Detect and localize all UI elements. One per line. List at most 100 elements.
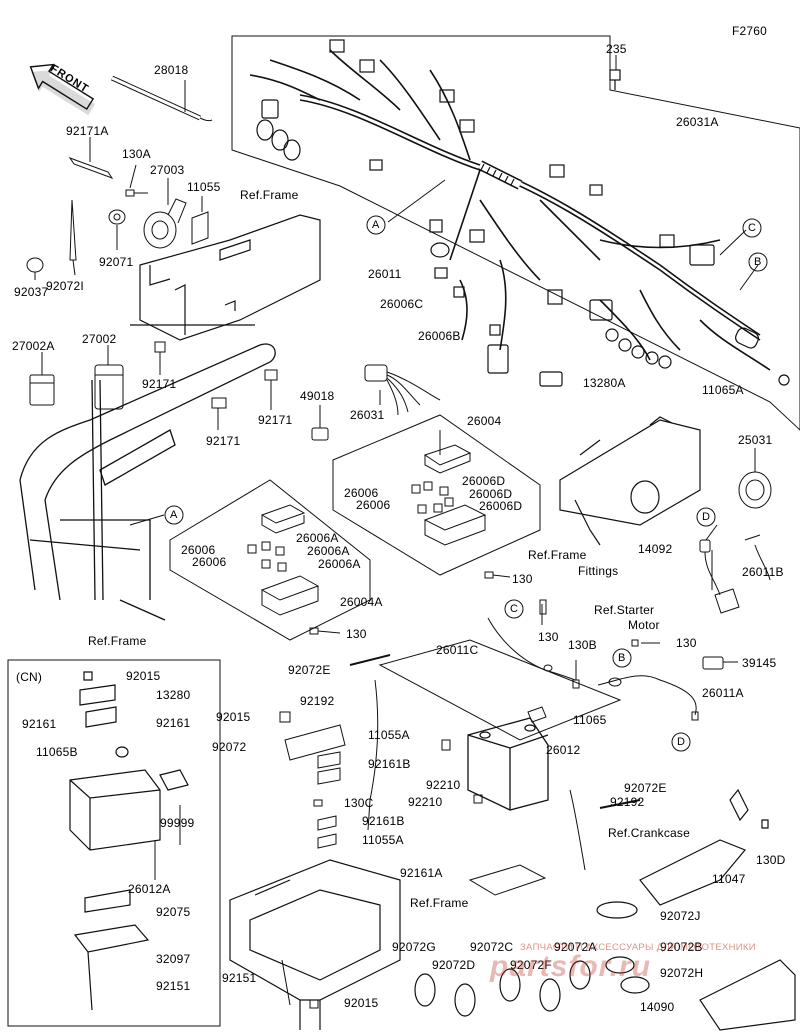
pad-92161A [468,864,547,896]
part-130D: 130D [756,853,786,867]
callout-b-2: B [618,652,626,664]
callout-circles [164,215,768,752]
part-26006-1: 26006 [344,486,379,500]
figure-code: F2760 [732,24,768,38]
part-11065A: 11065A [702,383,744,397]
part-92071: 92071 [99,255,134,269]
main-wiring-harness-26031A [249,49,771,371]
part-26006B: 26006B [418,329,461,343]
part-39145: 39145 [742,656,777,670]
part-130-2: 130 [346,627,367,641]
tie-92072I [69,199,77,261]
cn-part-32097: 32097 [156,952,191,966]
clamp-92171A [68,157,114,179]
callout-d-1: D [702,511,711,523]
harness-group-outline [231,35,800,431]
cable-26011A [597,675,699,721]
band-ties [414,901,650,1017]
connector-49018 [311,427,329,441]
ref-frame-fittings-2: Fittings [578,564,619,578]
frame-fittings [559,416,701,546]
cn-part-92161-1: 92161 [22,717,57,731]
cable-26011C [487,599,576,681]
cn-part-11065B: 11065B [36,745,78,759]
part-26011A: 26011A [702,686,744,700]
part-235: 235 [606,42,627,56]
callout-b-1: B [754,256,762,268]
part-92192-2: 92192 [610,795,645,809]
battery-26012 [467,717,549,811]
cn-part-13280: 13280 [156,688,191,702]
harness-tube-28018 [110,75,213,122]
part-92072D: 92072D [432,958,476,972]
part-26006-2: 26006 [356,498,391,512]
part-26006D-2: 26006D [469,487,513,501]
cn-part-92151: 92151 [156,979,191,993]
ref-crankcase: Ref.Crankcase [608,826,690,840]
ref-frame-fittings-1: Ref.Frame [528,548,587,562]
part-27002: 27002 [82,332,117,346]
relay-27002 [94,364,124,410]
part-92015-1: 92015 [216,710,251,724]
ref-starter-motor-1: Ref.Starter [594,603,655,617]
part-26006A-3: 26006A [318,557,361,571]
part-92072C: 92072C [470,940,514,954]
fuse-box-a-group-outline [169,479,371,641]
part-11055A-1: 11055A [368,728,410,742]
part-92072J: 92072J [660,909,701,923]
callout-c-2: C [510,603,519,615]
part-92072B: 92072B [660,940,703,954]
cap-25031 [738,471,772,509]
part-92171A: 92171A [66,124,109,138]
fuse-box-26004 [411,444,487,546]
cn-part-92075: 92075 [156,905,191,919]
screw-235 [609,69,621,90]
relay-27002A [29,374,55,406]
part-26004A: 26004A [340,595,383,609]
part-26031A: 26031A [676,115,719,129]
callout-a-1: A [372,219,380,231]
horn-27003 [143,198,187,249]
part-92015-2: 92015 [344,996,379,1010]
cable-26011B [699,534,771,614]
fuse-box-group-outline [332,414,541,576]
part-92161B-1: 92161B [368,757,411,771]
part-26006A-2: 26006A [307,544,350,558]
part-26012: 26012 [546,743,581,757]
part-92072E-2: 92072E [624,781,667,795]
part-92072E-1: 92072E [288,663,331,677]
part-26011C: 26011C [436,643,479,657]
part-130-3: 130 [538,630,559,644]
part-92072I: 92072I [46,279,84,293]
cn-parts [69,671,189,1011]
hose-92192-1 [367,679,379,831]
part-92171-b: 92171 [258,413,293,427]
part-26011: 26011 [368,267,402,281]
frame-top [130,214,321,341]
part-130B: 130B [568,638,597,652]
ref-frame-bottom: Ref.Frame [410,896,469,910]
cn-part-26012A: 26012A [128,882,171,896]
part-130C: 130C [344,796,374,810]
part-130A: 130A [122,147,151,161]
part-26006-3: 26006 [181,543,216,557]
part-92161A: 92161A [400,866,443,880]
bracket-11055 [191,211,209,245]
ref-frame-top: Ref.Frame [240,188,299,202]
bolt-130A [125,189,148,197]
frame-lower [19,343,276,621]
part-92171-c: 92171 [206,434,241,448]
harness-connectors [256,39,790,387]
part-92072F: 92072F [510,958,552,972]
cn-part-99999: 99999 [160,816,195,830]
part-26031: 26031 [350,408,385,422]
crankcase-part [639,788,769,906]
part-26011B: 26011B [742,565,784,579]
battery-group-outline [378,639,622,741]
watermark-tagline: ЗАПЧАСТИ И АКСЕССУАРЫ ДЛЯ МОТОТЕХНИКИ [520,942,756,953]
part-11047: 11047 [712,872,746,886]
corrugated-tube [477,160,523,190]
part-27003: 27003 [150,163,185,177]
